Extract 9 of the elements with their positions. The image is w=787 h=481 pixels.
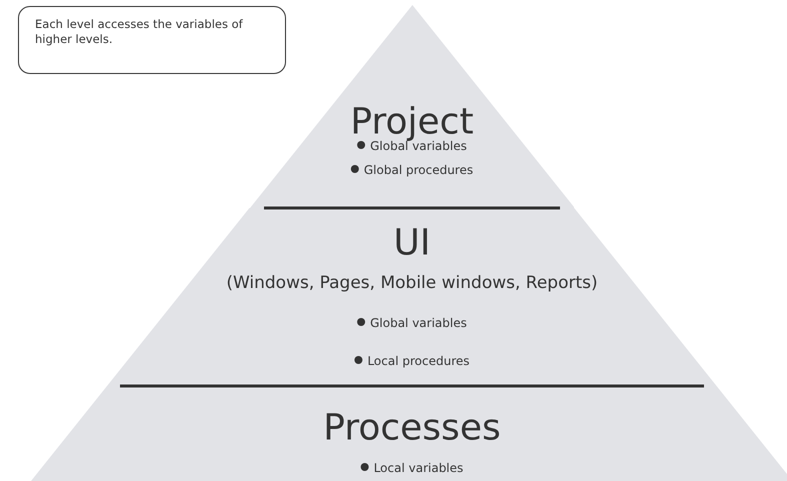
level-title: UI [394, 222, 430, 264]
list-item: Global procedures [364, 163, 474, 177]
level-subtitle: (Windows, Pages, Mobile windows, Reports) [226, 273, 598, 293]
note-box: Each level accesses the variables of higher levels. [18, 6, 286, 74]
list-item: Local procedures [367, 354, 470, 368]
level-title: Processes [323, 408, 501, 448]
list-item: Global variables [370, 316, 467, 330]
list-item: Local variables [374, 461, 464, 475]
level-title: Project [350, 102, 474, 142]
